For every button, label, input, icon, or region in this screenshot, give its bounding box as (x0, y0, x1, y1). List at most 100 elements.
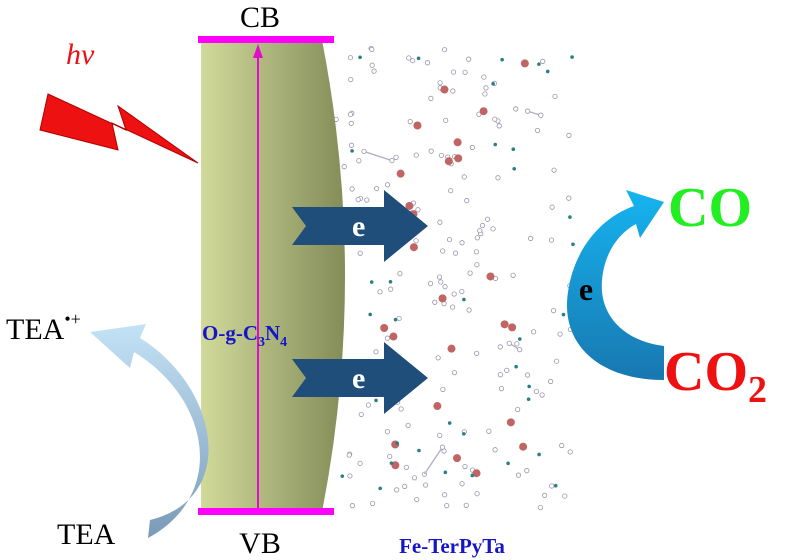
fe-atom (453, 138, 462, 147)
framework-atom (422, 482, 429, 488)
nitrogen-atom (416, 56, 421, 61)
framework-atom (452, 250, 459, 256)
framework-atom (411, 475, 418, 481)
framework-atom (467, 270, 473, 276)
framework-atom (384, 335, 391, 341)
framework-atom (405, 422, 411, 429)
framework-atom (388, 286, 394, 292)
framework-atom (384, 182, 391, 188)
fe-atom (519, 442, 528, 451)
framework-atom (461, 174, 467, 180)
framework-atom (357, 250, 363, 256)
framework-atom (450, 69, 457, 75)
fe-atom (391, 461, 400, 470)
nitrogen-atom (561, 312, 566, 317)
framework-atom (439, 444, 446, 450)
framework-atom (450, 88, 456, 94)
framework-atom (436, 274, 443, 280)
framework-atom (481, 74, 487, 80)
framework-atom (464, 198, 470, 204)
fe-atom (508, 323, 517, 332)
framework-atom (462, 69, 468, 75)
framework-atom (490, 226, 496, 232)
framework-atom (482, 91, 488, 97)
fe-atom (440, 85, 449, 94)
framework-atom (483, 85, 489, 91)
framework-atom (549, 483, 555, 489)
semiconductor-label-sub1: 3 (258, 335, 265, 350)
nitrogen-atom (378, 486, 383, 491)
framework-atom (394, 487, 400, 493)
framework-atom (365, 402, 371, 408)
framework-atom (559, 442, 565, 449)
oxidized-donor-main: TEA (6, 313, 65, 346)
nitrogen-atom (571, 242, 575, 247)
co2-label-main: CO (664, 341, 748, 403)
framework-atom (428, 148, 434, 154)
semiconductor-slab (201, 40, 345, 512)
nitrogen-atom (389, 461, 394, 465)
framework-atom (413, 238, 419, 244)
nitrogen-atom (393, 317, 398, 322)
nitrogen-atom (368, 312, 373, 317)
framework-atom (348, 76, 354, 83)
light-energy-label: hv (66, 38, 95, 71)
nitrogen-atom (358, 55, 362, 60)
semiconductor-label: O-g-C3N4 (202, 321, 287, 350)
framework-atom (373, 349, 379, 355)
semiconductor-label-mid: N (265, 321, 280, 345)
nitrogen-atom (512, 166, 517, 171)
framework-atom (474, 262, 480, 268)
framework-bond (423, 446, 444, 475)
framework-atom (369, 500, 376, 506)
framework-atom (551, 167, 557, 173)
framework-atom (398, 406, 404, 412)
framework-atom (347, 111, 354, 118)
framework-atom (369, 46, 375, 52)
electron-label-upper: e (352, 210, 365, 243)
nitrogen-atom (374, 398, 378, 403)
fe-atom (486, 272, 495, 281)
framework-atom (435, 355, 441, 361)
framework-atom (524, 468, 530, 474)
framework-atom (528, 235, 534, 241)
framework-atom (552, 93, 558, 100)
framework-atom (402, 483, 408, 489)
nitrogen-atom (369, 280, 374, 284)
framework-atom (514, 341, 520, 347)
framework-atom (515, 406, 521, 413)
framework-atom (389, 157, 395, 164)
framework-atom (406, 55, 412, 61)
framework-atom (474, 235, 480, 241)
framework-atom (341, 164, 347, 170)
cycle-electron-label: e (579, 271, 593, 307)
cb-label: CB (240, 1, 280, 34)
framework-atom (437, 432, 443, 438)
framework-atom (474, 350, 480, 356)
oxidized-donor-sup: •+ (64, 309, 80, 329)
framework-atom (403, 464, 409, 470)
lightning-icon (39, 93, 199, 164)
fe-atom (396, 169, 405, 178)
donor-label: TEA (57, 518, 116, 551)
framework-atom (397, 271, 403, 277)
nitrogen-atom (443, 470, 448, 475)
framework-atom (539, 392, 545, 398)
sacrificial-donor-arrow-icon (90, 324, 209, 538)
fe-atom (444, 157, 453, 166)
electron-transfer-arrow-upper: e (292, 190, 428, 262)
framework-bond (363, 150, 393, 162)
fe-atom (409, 243, 418, 252)
framework-atom (525, 108, 531, 114)
framework-atom (463, 502, 469, 508)
fe-atom (500, 320, 509, 329)
framework-atom (451, 370, 458, 376)
framework-atom (496, 123, 502, 129)
framework-atom (443, 117, 449, 123)
fe-atom (405, 201, 414, 210)
electron-transfer-arrow-icon (292, 342, 428, 414)
fe-atom (453, 454, 462, 463)
framework-atom (537, 504, 544, 511)
framework-atom (347, 473, 353, 479)
